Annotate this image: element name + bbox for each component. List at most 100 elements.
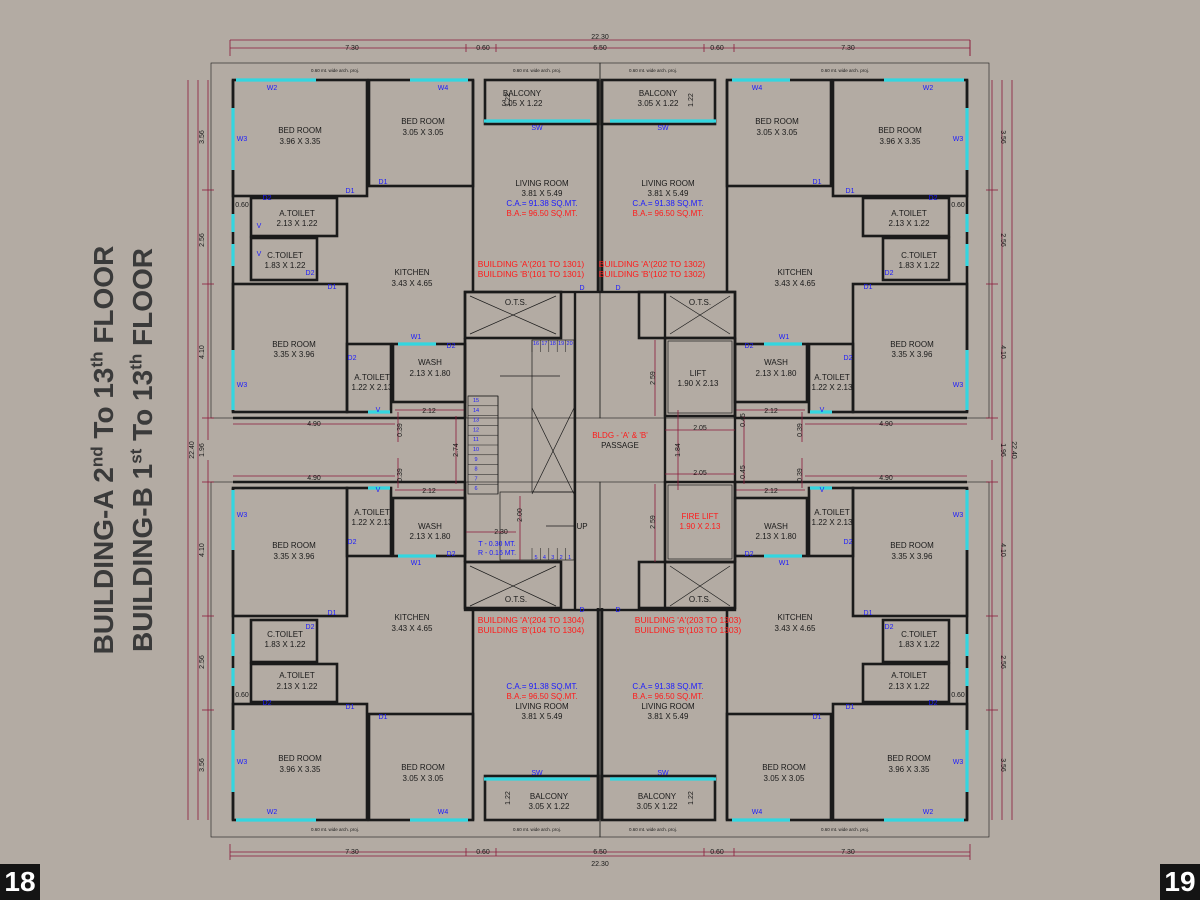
dim: 0.60 <box>235 202 249 209</box>
dim: 2.56 <box>199 233 206 247</box>
proj-note: 0.60 mt. wide arch. proj. <box>311 68 359 73</box>
built-up-area: B.A.= 96.50 SQ.MT. <box>507 209 578 218</box>
vertical-dimension-labels: 3.56 2.56 4.10 1.96 4.10 2.56 3.56 22.40… <box>189 93 1017 805</box>
door-tag: D2 <box>929 700 938 707</box>
door-tag: D2 <box>447 551 456 558</box>
room-size: 2.13 X 1.80 <box>410 369 451 378</box>
window-tag: W4 <box>752 809 763 816</box>
room-size: 2.13 X 1.80 <box>756 532 797 541</box>
window-tag: W1 <box>779 560 790 567</box>
dim: 2.30 <box>494 529 508 536</box>
room-name: A.TOILET <box>354 508 390 517</box>
dim: 4.10 <box>999 543 1006 557</box>
window-tag: W2 <box>923 809 934 816</box>
room-size: 3.35 X 3.96 <box>892 350 933 359</box>
stair-step-number: 16 <box>533 341 539 347</box>
window-tag: W1 <box>411 560 422 567</box>
room-name: BALCONY <box>639 89 678 98</box>
door-tag: D2 <box>348 355 357 362</box>
room-size: 3.81 X 5.49 <box>522 189 563 198</box>
passage-sub: PASSAGE <box>601 441 639 450</box>
stair-step-number: 6 <box>474 486 477 492</box>
room-size: 1.83 X 1.22 <box>899 640 940 649</box>
dim: 3.56 <box>199 130 206 144</box>
page-number-left: 18 <box>0 864 40 900</box>
ots-label: O.T.S. <box>689 298 711 307</box>
stair-tread: T - 0.30 MT. <box>478 541 515 548</box>
room-size: 1.83 X 1.22 <box>265 640 306 649</box>
dim: 4.90 <box>307 421 321 428</box>
room-name: A.TOILET <box>891 671 927 680</box>
stair-step-number: 13 <box>473 418 479 424</box>
passage-name: BLDG - 'A' & 'B' <box>592 431 648 440</box>
dim: 2.05 <box>693 470 707 477</box>
vent-tag: V <box>257 251 262 258</box>
dim: 7.30 <box>345 849 359 856</box>
flat-tl-b: BUILDING 'B'(101 TO 1301) <box>478 269 585 279</box>
stair-step-number: 2 <box>560 555 563 561</box>
window-tag: W4 <box>438 809 449 816</box>
window-tag: W3 <box>953 512 964 519</box>
dim: 2.00 <box>517 508 524 522</box>
door-tag: D1 <box>346 188 355 195</box>
room-size: 2.13 X 1.22 <box>889 219 930 228</box>
dim: 3.56 <box>199 758 206 772</box>
proj-note: 0.60 mt. wide arch. proj. <box>629 827 677 832</box>
door-tag: D2 <box>306 624 315 631</box>
dim: 4.90 <box>307 475 321 482</box>
room-name: A.TOILET <box>814 373 850 382</box>
room-size: 3.81 X 5.49 <box>648 712 689 721</box>
room-size: 3.43 X 4.65 <box>392 624 433 633</box>
dim: 0.60 <box>710 45 724 52</box>
window-tag: W1 <box>779 334 790 341</box>
door-tag: D <box>579 607 584 614</box>
dim: 7.30 <box>345 45 359 52</box>
stair-treads <box>468 340 566 560</box>
room-size: 1.22 X 2.13 <box>812 383 853 392</box>
room-name: KITCHEN <box>777 268 812 277</box>
carpet-area: C.A.= 91.38 SQ.MT. <box>632 682 703 691</box>
dim: 1.22 <box>688 791 695 805</box>
dim: 2.56 <box>999 233 1006 247</box>
dim: 4.10 <box>999 345 1006 359</box>
dim: 1.96 <box>199 443 206 457</box>
title-line-1: BUILDING-A 2nd To 13th FLOOR <box>87 245 119 655</box>
room-name: BED ROOM <box>401 117 445 126</box>
room-name: LIVING ROOM <box>641 179 695 188</box>
window-tag: W3 <box>237 136 248 143</box>
opening-tags: W2 W4 W3 SW D1 D1 D2 D2 D1 D2 D2 W1 W3 V… <box>237 85 964 816</box>
window-tag: W2 <box>267 809 278 816</box>
dim: 1.96 <box>999 443 1006 457</box>
door-tag: D1 <box>813 179 822 186</box>
window-tag: SW <box>657 125 669 132</box>
vent-tag: V <box>820 487 825 494</box>
room-size: 1.22 X 2.13 <box>352 383 393 392</box>
room-name: KITCHEN <box>394 613 429 622</box>
door-tag: D2 <box>263 195 272 202</box>
drawing-title: BUILDING-A 2nd To 13th FLOOR BUILDING-B … <box>81 246 160 655</box>
door-tag: D2 <box>306 270 315 277</box>
room-name: WASH <box>418 358 442 367</box>
dim: 0.39 <box>397 423 404 437</box>
dim-overall: 22.30 <box>591 861 609 868</box>
door-tag: D <box>615 285 620 292</box>
proj-note: 0.60 mt. wide arch. proj. <box>821 827 869 832</box>
dim: 0.60 <box>951 202 965 209</box>
room-name: A.TOILET <box>279 209 315 218</box>
window-tag: W4 <box>752 85 763 92</box>
dim: 4.10 <box>199 543 206 557</box>
ots-label: O.T.S. <box>689 595 711 604</box>
flat-br-b: BUILDING 'B'(103 TO 1303) <box>635 625 742 635</box>
door-tag: D1 <box>813 714 822 721</box>
dim: 7.30 <box>841 45 855 52</box>
room-name: BED ROOM <box>755 117 799 126</box>
room-size: 3.81 X 5.49 <box>648 189 689 198</box>
room-name: KITCHEN <box>394 268 429 277</box>
window-tag: W2 <box>267 85 278 92</box>
dim: 2.12 <box>422 488 436 495</box>
room-name: BED ROOM <box>278 754 322 763</box>
room-name: LIVING ROOM <box>515 702 569 711</box>
room-name: C.TOILET <box>901 630 937 639</box>
fire-lift-shaft <box>667 484 733 560</box>
dim: 1.84 <box>675 443 682 457</box>
